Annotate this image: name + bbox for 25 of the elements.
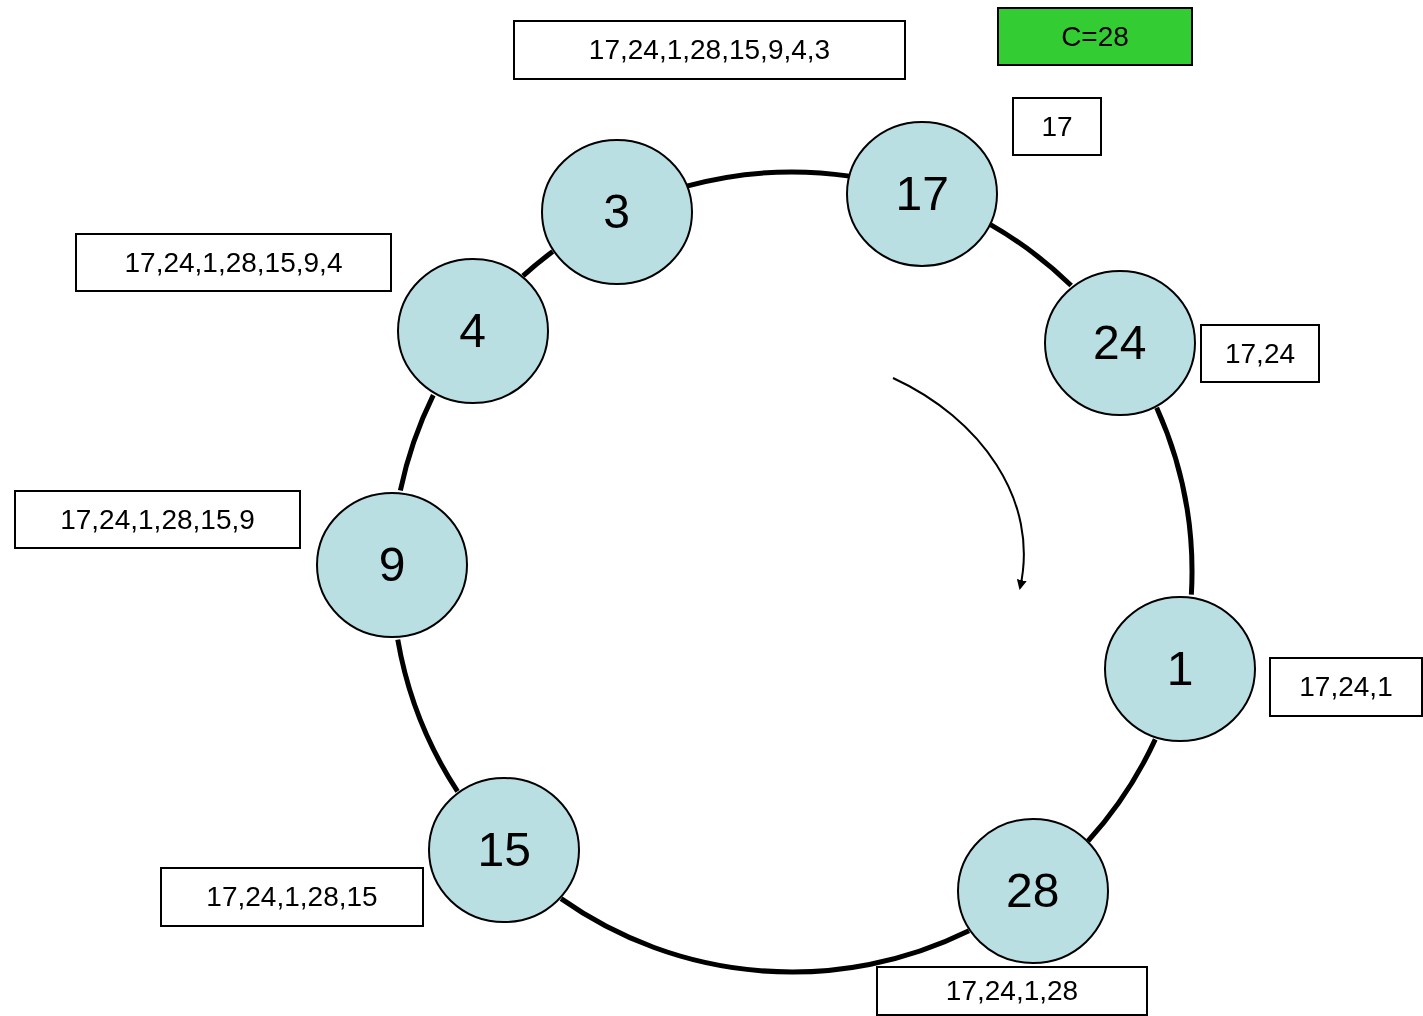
ring-arc xyxy=(395,639,460,793)
sequence-box: 17,24 xyxy=(1200,324,1320,383)
node-number: 28 xyxy=(1006,867,1060,916)
ring-arc xyxy=(686,169,850,189)
node-number: 3 xyxy=(603,188,630,237)
node-number: 4 xyxy=(459,307,486,356)
node-number: 9 xyxy=(378,541,406,589)
ring-arc xyxy=(521,249,555,278)
node-number: 24 xyxy=(1092,318,1147,367)
sequence-box: 17,24,1,28 xyxy=(876,966,1148,1016)
sequence-box: 17,24,1,28,15,9,4,3 xyxy=(513,20,906,80)
sequence-box: 17,24,1,28,15 xyxy=(160,867,424,927)
sequence-box: 17,24,1,28,15,9,4 xyxy=(75,233,392,292)
ring-arc xyxy=(1154,406,1194,595)
node-number: 17 xyxy=(895,169,949,218)
ring-arc xyxy=(559,896,970,975)
node-number: 15 xyxy=(477,825,531,874)
node-number: 1 xyxy=(1166,644,1194,693)
ring-arc xyxy=(1086,738,1158,843)
ring-arc xyxy=(397,394,436,492)
sequence-box: 17 xyxy=(1012,97,1102,156)
ring-arc xyxy=(989,222,1073,288)
result-box: C=28 xyxy=(997,7,1193,66)
sequence-box: 17,24,1,28,15,9 xyxy=(14,490,301,549)
sequence-box: 17,24,1 xyxy=(1269,657,1423,717)
